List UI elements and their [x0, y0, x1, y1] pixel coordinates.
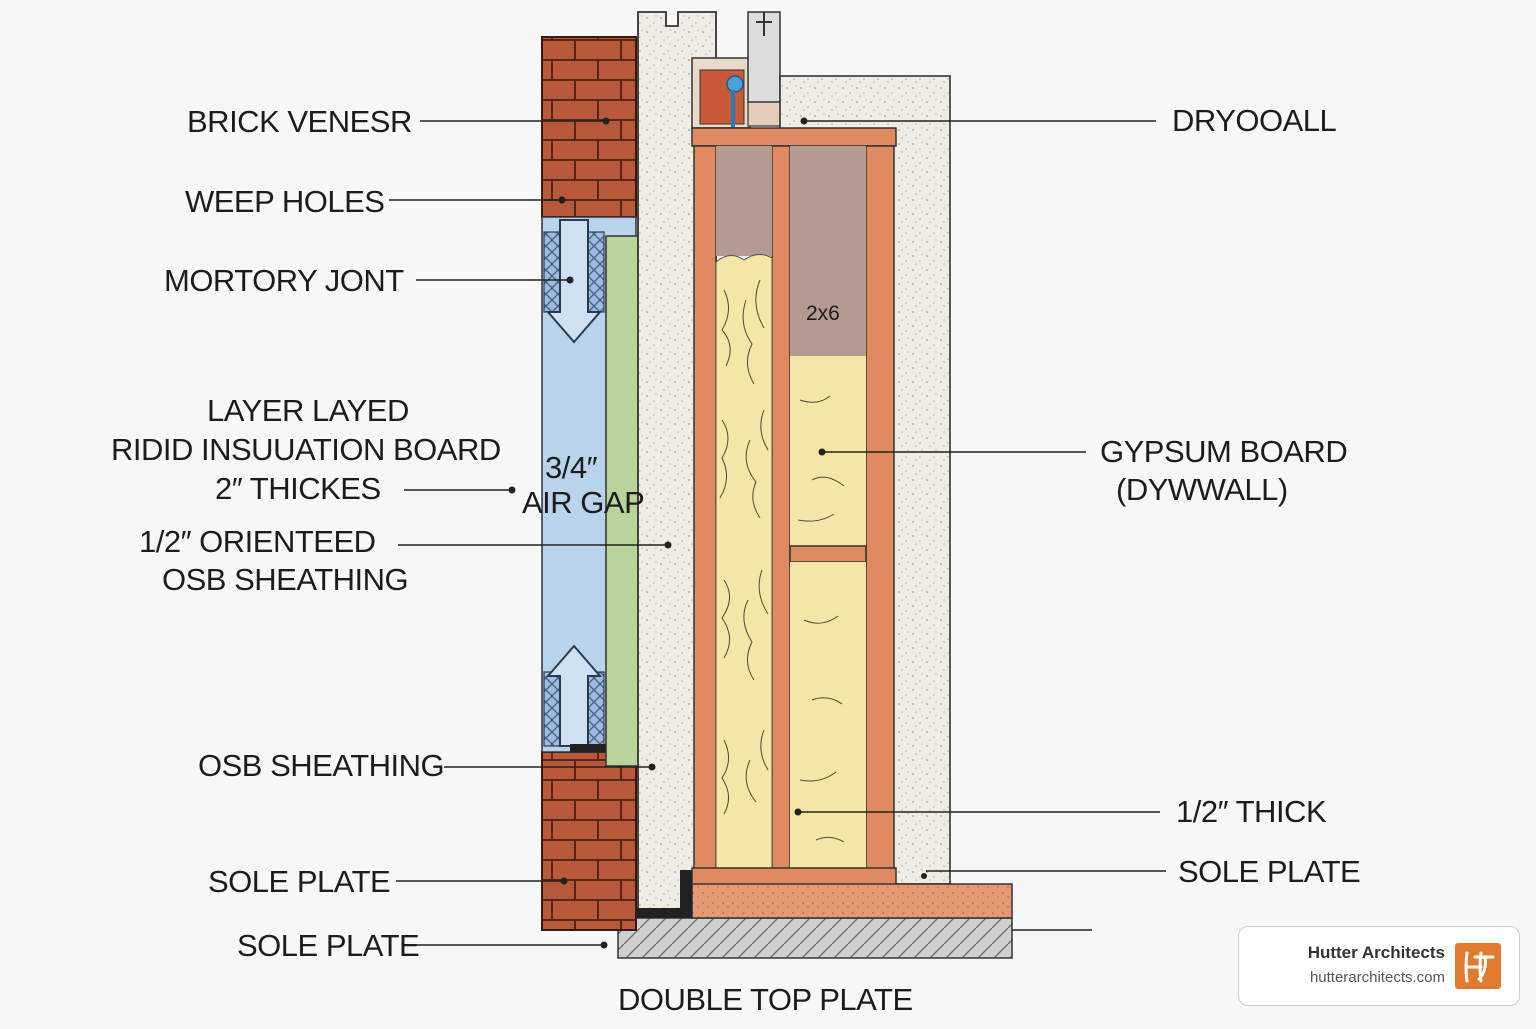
batt-insulation-right-lower [790, 562, 866, 870]
label-double-top-plate: DOUBLE TOP PLATE [618, 982, 913, 1017]
sill-plate [691, 883, 1013, 919]
blocking [789, 545, 867, 563]
brick-veneer-upper [541, 36, 637, 218]
batt-insulation-left [715, 254, 773, 871]
arrow-down-icon [545, 219, 603, 344]
label-insulation-line1: LAYER LAYED [207, 393, 409, 428]
cavity-right [790, 146, 866, 356]
label-brick-veneer: BRICK VENESR [187, 104, 412, 139]
air-gap-label-line1: 3/4″ [545, 450, 598, 485]
label-sole-plate-left-1: SOLE PLATE [208, 864, 390, 899]
label-insulation-line3: 2″ THICKES [215, 471, 381, 506]
arrow-up-icon [545, 644, 603, 747]
batt-insulation-right-upper [790, 356, 866, 546]
label-gypsum-line1: GYPSUM BOARD [1100, 434, 1347, 469]
stud-left [693, 145, 717, 871]
label-sole-plate-left-2: SOLE PLATE [237, 928, 419, 963]
label-half-thick: 1/2″ THICK [1176, 794, 1327, 829]
foundation [617, 917, 1013, 959]
label-insulation-line2: RIDID INSUUATION BOARD [111, 432, 501, 467]
stud-middle [771, 145, 791, 871]
top-plate [691, 127, 897, 147]
brand-url[interactable]: hutterarchitects.com [1309, 969, 1445, 986]
label-gypsum-line2: (DYWWALL) [1116, 472, 1288, 507]
brand-badge[interactable]: Hutter Architects hutterarchitects.com [1238, 926, 1520, 1006]
brick-veneer-lower [541, 751, 637, 931]
stud-right [865, 145, 895, 871]
label-osb-oriented-line1: 1/2″ ORIENTEED [139, 524, 376, 559]
stud-size-label: 2x6 [806, 302, 840, 325]
cavity-left [716, 146, 772, 256]
label-sole-plate-right: SOLE PLATE [1178, 854, 1360, 889]
ht-monogram-icon [1455, 943, 1501, 989]
label-mortar-joint: MORTORY JONT [164, 263, 404, 298]
label-drywall: DRYOOALL [1172, 103, 1337, 138]
air-gap-label-line2: AIR GAP [522, 485, 644, 520]
brand-name: Hutter Architects [1307, 943, 1445, 962]
label-osb-sheathing: OSB SHEATHING [198, 748, 444, 783]
label-weep-holes: WEEP HOLES [185, 184, 384, 219]
label-osb-oriented-line2: OSB SHEATHING [162, 562, 408, 597]
